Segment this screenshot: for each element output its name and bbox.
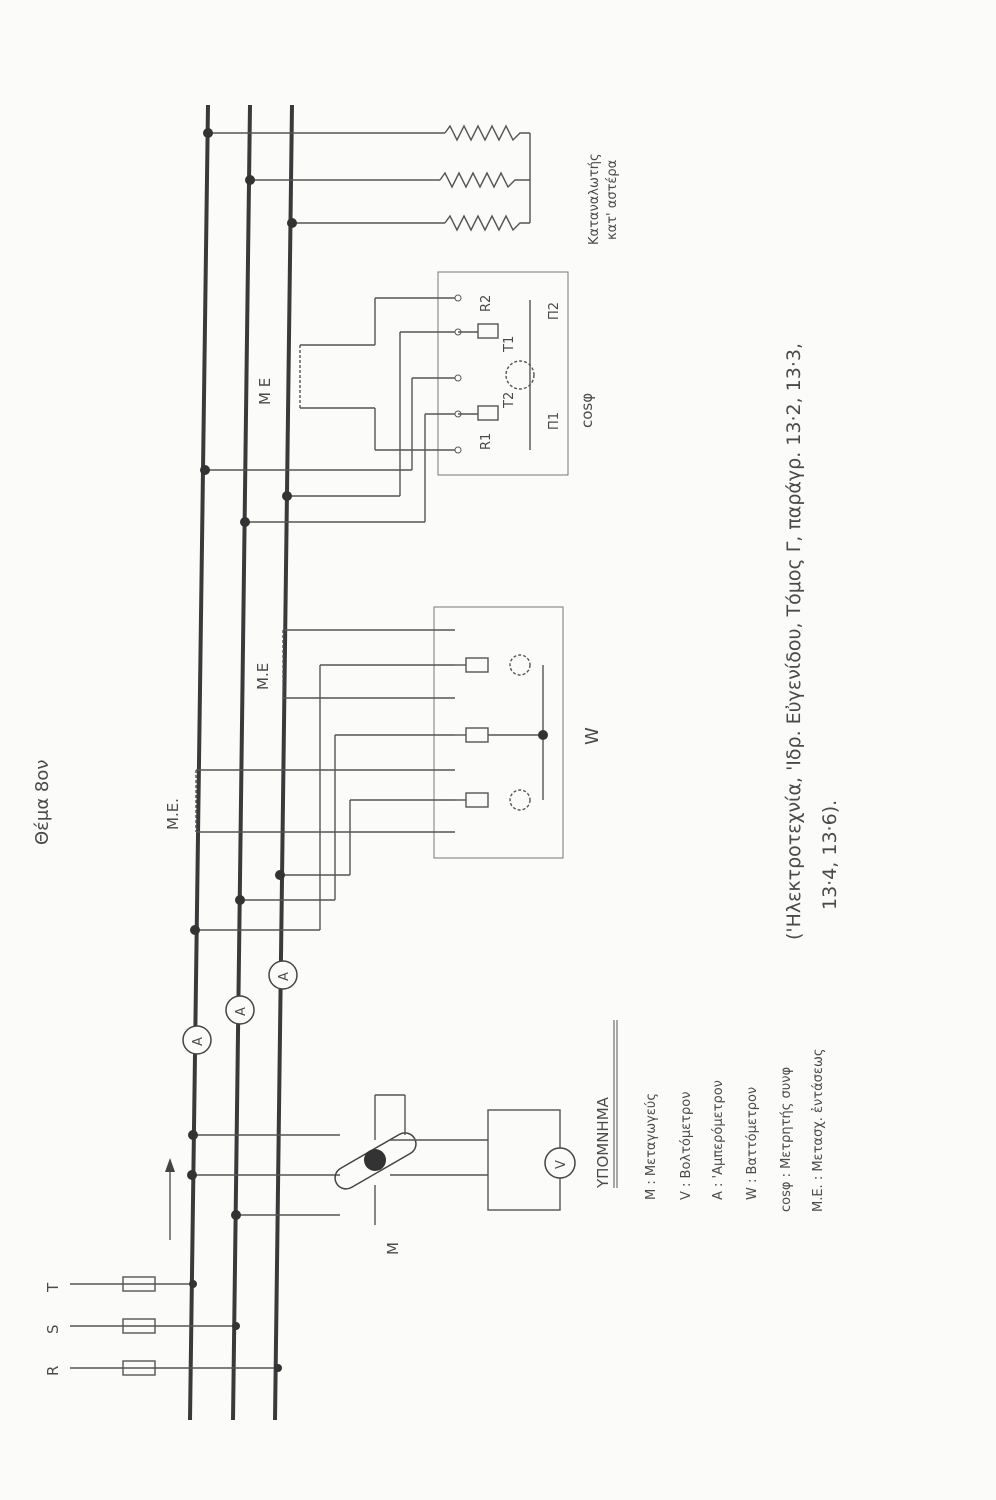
phase-label-t: T <box>44 1282 62 1293</box>
ammeter-icon <box>268 960 298 990</box>
ammeters <box>182 960 298 1055</box>
transformer-label-3: M.E. <box>164 798 182 830</box>
cosphi-label: cosφ <box>578 393 596 428</box>
voltmeter-icon <box>544 1147 576 1179</box>
title: Θέμα 8ον <box>32 760 53 845</box>
fuse-icon <box>122 1360 156 1376</box>
bus-bars <box>188 104 294 1421</box>
legend-item: W : Βαττόμετρον <box>745 1087 760 1200</box>
ammeter-label: A <box>191 1037 206 1046</box>
phase-label-r: R <box>44 1366 62 1376</box>
resistor-icon <box>444 214 530 232</box>
voltmeter-label: V <box>554 1160 569 1169</box>
legend-item: M.E. : Μετασχ. ἐντάσεως <box>811 1049 826 1212</box>
cosphi-r2: R2 <box>479 295 494 312</box>
cosphi-r1: R1 <box>479 433 494 450</box>
citation-line-2: 13·4, 13·6). <box>819 800 841 910</box>
transformer-label-1: M E <box>256 378 274 405</box>
star-load <box>203 124 531 232</box>
ammeter-icon <box>225 995 255 1025</box>
bus-t <box>188 104 210 1421</box>
legend-heading: ΥΠΟΜΝΗΜΑ <box>594 1096 612 1189</box>
cosphi-t1: T1 <box>502 336 517 353</box>
load-label-1: Καταναλωτής <box>587 153 602 245</box>
resistor-icon <box>439 171 530 189</box>
legend-item: cosφ : Μετρητής συνφ <box>779 1067 794 1212</box>
resistor-icon <box>444 124 530 142</box>
fuse-icon <box>122 1276 156 1292</box>
cosphi-p1: Π1 <box>547 412 562 430</box>
legend-item: A : 'Αμπερόμετρον <box>711 1080 726 1200</box>
switch-and-voltmeter <box>165 1094 576 1240</box>
cosphi-p2: Π2 <box>547 302 562 320</box>
cosphi-t2: T2 <box>502 392 517 409</box>
cosphi-meter <box>200 271 569 527</box>
ammeter-label: A <box>234 1007 249 1016</box>
transformer-label-2: M.E <box>254 663 272 690</box>
ammeter-label: A <box>277 972 292 981</box>
legend-item: V : Βολτόμετρον <box>679 1092 694 1200</box>
phase-inputs <box>70 1276 282 1376</box>
switch-pivot-icon <box>364 1149 386 1171</box>
bus-r <box>273 104 294 1421</box>
ammeter-icon <box>182 1025 212 1055</box>
phase-label-s: S <box>44 1324 62 1334</box>
switch-label: M <box>384 1242 402 1255</box>
wattmeter <box>190 606 564 935</box>
wattmeter-label: W <box>582 727 603 745</box>
legend-item: M : Μεταγωγεύς <box>644 1093 659 1200</box>
citation-line-1: ('Ηλεκτροτεχνία, 'Ιδρ. Εὐγενίδου, Τόμος … <box>783 343 805 940</box>
fuse-icon <box>122 1318 156 1334</box>
legend: ΥΠΟΜΝΗΜΑ M : Μεταγωγεύς V : Βολτόμετρον … <box>594 1020 826 1212</box>
bus-s <box>231 104 252 1421</box>
load-label-2: κατ' αστέρα <box>605 160 620 240</box>
